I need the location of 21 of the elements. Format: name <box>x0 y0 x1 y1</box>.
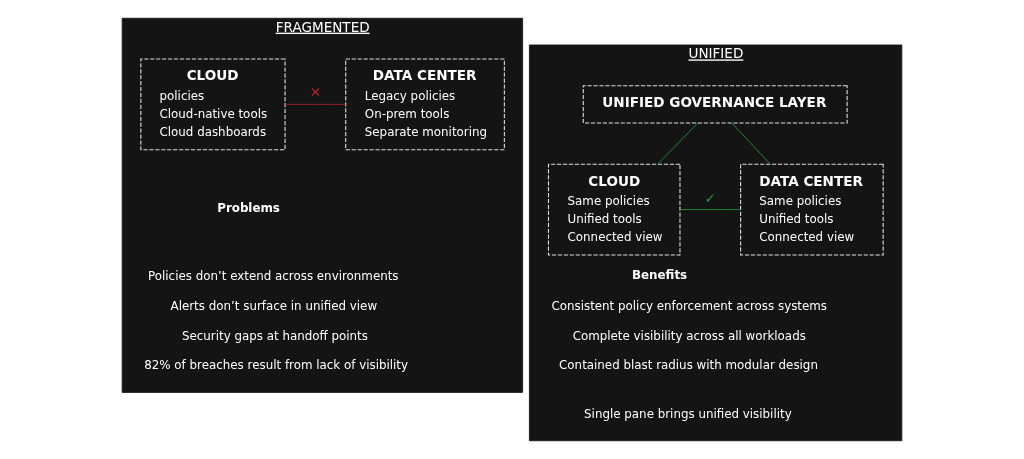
node-box: CLOUD policies Cloud-native tools Cloud dashboards <box>140 58 286 151</box>
label: Problems <box>217 200 280 215</box>
label: Complete visibility across all workloads <box>572 328 806 343</box>
connector <box>657 122 698 165</box>
label: Security gaps at handoff points <box>181 328 368 343</box>
label: Alerts don’t surface in unified view <box>170 298 378 313</box>
node-box: UNIFIED GOVERNANCE LAYER <box>582 85 848 124</box>
edge-label: ✓ <box>704 189 716 206</box>
connector <box>731 122 771 165</box>
node-box: DATA CENTER Same policies Unified tools Connected view <box>740 163 884 256</box>
connector <box>284 103 347 105</box>
label: Contained blast radius with modular design <box>559 358 818 373</box>
label: 82% of breaches result from lack of visibility <box>144 358 409 373</box>
node-box: DATA CENTER Legacy policies On-prem tools Separate monitoring <box>345 58 505 151</box>
edge-label: ✕ <box>309 84 322 101</box>
label: Benefits <box>632 268 688 283</box>
label: Policies don’t extend across environments <box>148 269 399 284</box>
connector <box>679 209 741 210</box>
label: Consistent policy enforcement across systems <box>551 298 828 313</box>
label: Single pane brings unified visibility <box>584 406 792 421</box>
node-box: CLOUD Same policies Unified tools Connected view <box>547 163 681 256</box>
